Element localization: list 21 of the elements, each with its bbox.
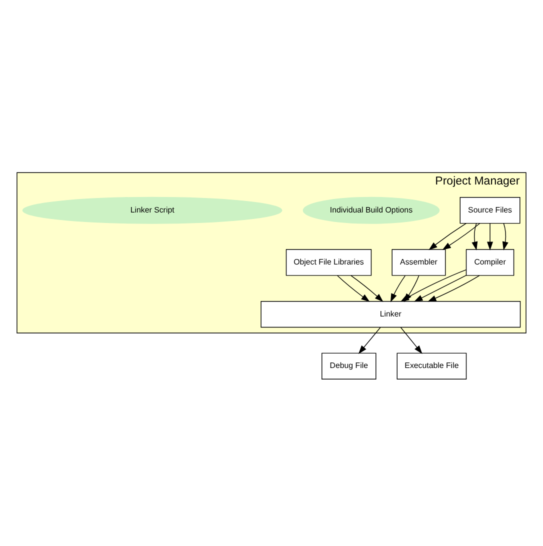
arrow xyxy=(350,275,384,302)
node-ellipse: Individual Build Options xyxy=(302,196,440,224)
arrow xyxy=(487,222,494,250)
node-box: Debug File xyxy=(322,352,376,380)
arrow xyxy=(428,275,480,302)
node-box: Executable File xyxy=(396,352,467,380)
node-box: Object File Libraries xyxy=(286,249,372,276)
arrow xyxy=(400,327,422,354)
node-box: Source Files xyxy=(460,197,520,224)
arrow xyxy=(358,327,381,354)
arrow xyxy=(337,275,370,302)
node-box: Assembler xyxy=(392,249,446,276)
arrow xyxy=(390,275,406,302)
arrow xyxy=(502,222,508,250)
node-box: Compiler xyxy=(466,249,514,276)
node-box: Linker xyxy=(260,301,521,328)
node-ellipse: Linker Script xyxy=(22,196,282,224)
arrow xyxy=(428,222,467,250)
arrow xyxy=(472,222,478,250)
arrow xyxy=(442,222,480,250)
arrow xyxy=(414,274,467,302)
